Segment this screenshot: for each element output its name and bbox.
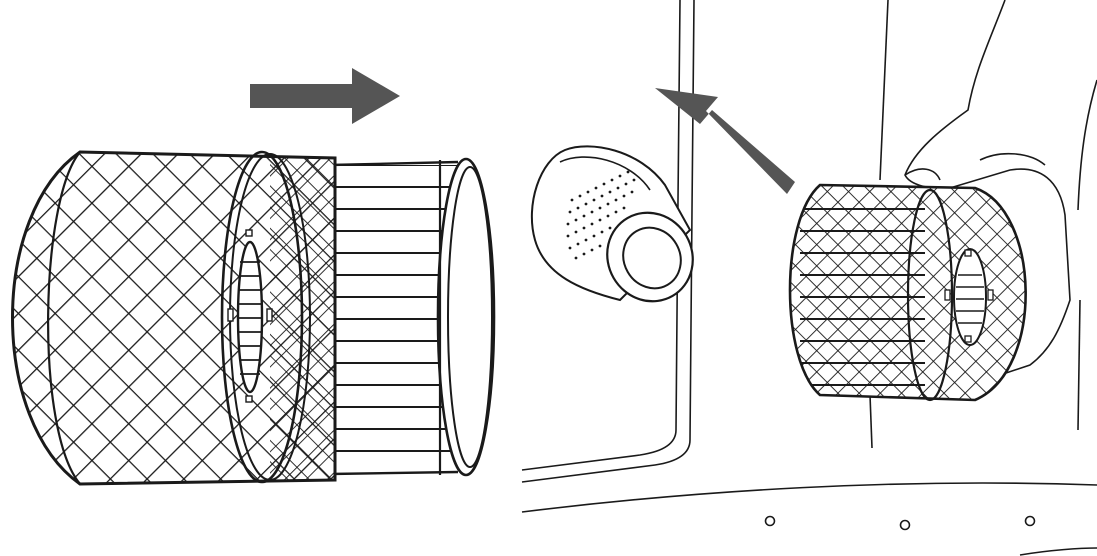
perforated-filter-core-icon bbox=[530, 145, 694, 303]
filter-housing-icon bbox=[521, 0, 1097, 556]
arrow-right-icon bbox=[250, 68, 400, 124]
left-panel bbox=[11, 68, 496, 486]
pleated-filter-cartridge-icon bbox=[329, 157, 496, 477]
mesh-filter-cover-icon bbox=[11, 150, 337, 486]
arrow-up-left-icon bbox=[655, 88, 795, 194]
filter-assembly-icon bbox=[788, 183, 1027, 402]
hand-icon bbox=[904, 0, 1097, 376]
right-panel bbox=[521, 0, 1097, 556]
